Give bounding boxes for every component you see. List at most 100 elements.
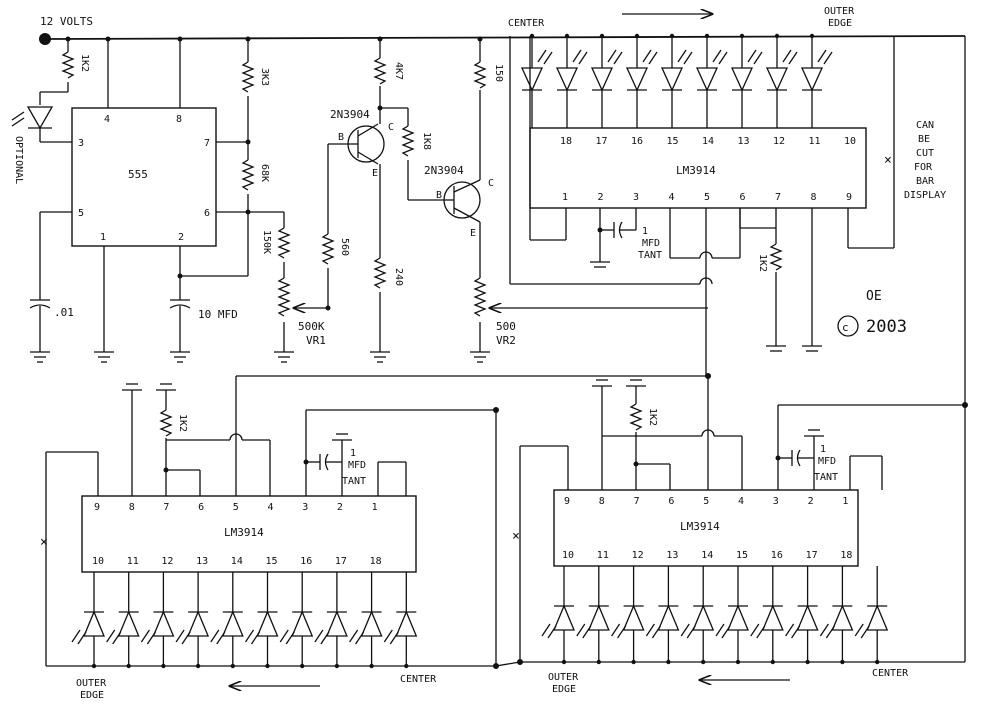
left-led (279, 572, 314, 669)
top-pin-8: 8 (811, 192, 817, 203)
right-led (750, 566, 784, 665)
left-pin-1: 1 (372, 502, 378, 513)
right-pin-2: 2 (808, 496, 814, 507)
left-led (210, 572, 244, 669)
top-pin-14: 14 (702, 136, 714, 147)
copyright-year: 2003 (866, 317, 907, 337)
pin-555-6: 6 (204, 208, 210, 219)
top-pin-5: 5 (704, 192, 710, 203)
left-led (383, 572, 418, 669)
right-chip-leds (541, 566, 889, 665)
left-cap-type: TANT (342, 476, 366, 487)
t1-b: B (338, 132, 344, 143)
left-pin-18: 18 (370, 556, 382, 567)
resistor-68k-label: 68K (259, 164, 270, 182)
top-pin-13: 13 (738, 136, 750, 147)
svg-text:CUT: CUT (916, 148, 934, 159)
top-pin-6: 6 (740, 192, 746, 203)
supply-rail (44, 35, 966, 40)
pin-555-5: 5 (78, 208, 84, 219)
resistor-1k2-label: 1K2 (79, 54, 90, 72)
left-center-label: CENTER (400, 674, 437, 685)
vr1-name: VR1 (306, 334, 326, 347)
top-chip-label: LM3914 (676, 164, 716, 177)
top-pin-15: 15 (667, 136, 679, 147)
left-pin-3: 3 (302, 502, 308, 513)
top-led (765, 33, 798, 128)
svg-text:BAR: BAR (916, 176, 935, 187)
left-pin-9: 9 (94, 502, 100, 513)
top-pin-1: 1 (562, 192, 568, 203)
left-chip-label: LM3914 (224, 526, 264, 539)
t2-b: B (436, 190, 442, 201)
right-cap-type: TANT (814, 472, 838, 483)
cut-mark-left: × (40, 535, 48, 550)
right-led (645, 566, 680, 665)
top-led (520, 33, 553, 128)
top-pin-7: 7 (775, 192, 781, 203)
left-cap-unit: MFD (348, 460, 366, 471)
top-pin-17: 17 (596, 136, 608, 147)
vr1-value: 500K (298, 320, 325, 333)
right-pin-15: 15 (736, 550, 748, 561)
top-cap-value: 1 (642, 226, 648, 237)
top-cap-type: TANT (638, 250, 662, 261)
right-pin-12: 12 (632, 550, 644, 561)
left-pin-15: 15 (266, 556, 278, 567)
right-pin-18: 18 (840, 550, 852, 561)
top-pot-1k2 (769, 243, 783, 271)
resistor-4k7-label: 4K7 (393, 62, 404, 80)
resistor-150k (277, 227, 291, 259)
right-edge-label: EDGE (552, 684, 576, 695)
chip-555 (71, 107, 217, 247)
top-led (625, 33, 658, 128)
top-pin-4: 4 (669, 192, 675, 203)
pin-555-7: 7 (204, 138, 210, 149)
cut-note: CAN BE CUT FOR BAR DISPLAY (904, 120, 946, 201)
left-pin-13: 13 (196, 556, 208, 567)
left-outer-label: OUTER (76, 678, 107, 689)
left-pin-10: 10 (92, 556, 104, 567)
left-edge-label: EDGE (80, 690, 104, 701)
right-pin-16: 16 (771, 550, 783, 561)
t2-c: C (488, 178, 494, 189)
left-pin-5: 5 (233, 502, 239, 513)
top-edge-label: EDGE (828, 18, 852, 29)
left-pin-11: 11 (127, 556, 139, 567)
right-pin-11: 11 (597, 550, 609, 561)
top-pin-16: 16 (631, 136, 643, 147)
right-pot-label: 1K2 (647, 408, 658, 426)
top-pin-10: 10 (844, 136, 856, 147)
left-led (244, 572, 279, 669)
resistor-150 (473, 61, 487, 89)
left-led (175, 572, 210, 669)
left-pin-7: 7 (163, 502, 169, 513)
right-pin-3: 3 (773, 496, 779, 507)
pot-vr2 (473, 277, 487, 317)
top-pin-11: 11 (809, 136, 821, 147)
resistor-150-label: 150 (493, 64, 504, 82)
right-pin-6: 6 (668, 496, 674, 507)
left-led (71, 572, 105, 669)
resistor-68k (241, 159, 255, 191)
supply-label: 12 VOLTS (40, 15, 93, 28)
cut-mark-right: × (512, 529, 520, 544)
right-pin-4: 4 (738, 496, 744, 507)
top-led (660, 33, 693, 128)
right-led (611, 566, 645, 665)
pin-555-4: 4 (104, 114, 110, 125)
right-pin-17: 17 (806, 550, 818, 561)
pot-vr1 (277, 277, 291, 317)
t2-part: 2N3904 (424, 164, 464, 177)
right-pot-1k2 (629, 403, 643, 431)
resistor-4k7 (373, 57, 387, 85)
resistor-3k3-label: 3K3 (259, 68, 270, 86)
copyright-mark: OE (866, 289, 882, 304)
left-led (106, 572, 140, 669)
svg-text:FOR: FOR (914, 162, 933, 173)
right-pin-5: 5 (703, 496, 709, 507)
copyright-circle (837, 315, 859, 337)
right-cap-unit: MFD (818, 456, 836, 467)
